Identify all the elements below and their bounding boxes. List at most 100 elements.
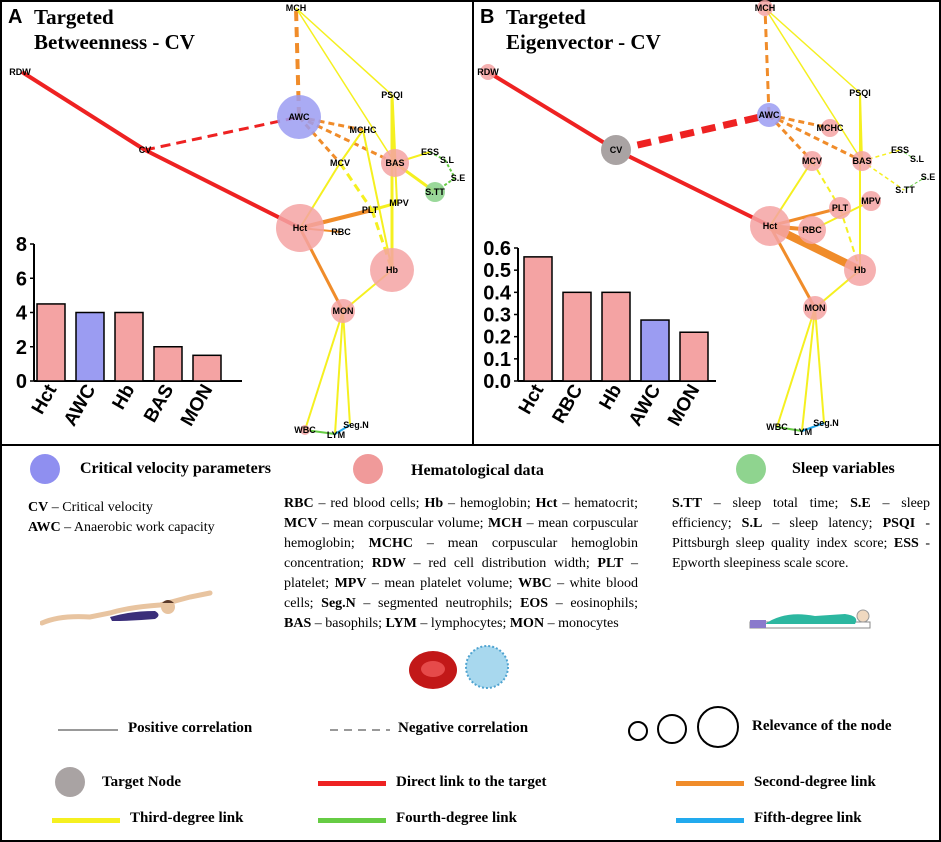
swimmer-illustration <box>40 590 213 626</box>
positive-correlation-label: Positive correlation <box>128 720 253 736</box>
label-plt: PLT <box>362 205 379 215</box>
label-mon: MON <box>333 306 354 316</box>
edge-rdw-cv <box>486 70 618 152</box>
y-tick-label: 0.3 <box>483 305 511 327</box>
label-segn: Seg.N <box>813 418 839 428</box>
label-mch: MCH <box>286 3 307 13</box>
label-segn: Seg.N <box>343 420 369 430</box>
node-hct <box>276 204 324 252</box>
label-stt: S.TT <box>895 185 915 195</box>
cv-parameters-label: Critical velocity parameters <box>80 460 272 477</box>
label-lym: LYM <box>327 430 345 440</box>
node-hb <box>370 248 414 292</box>
label-cv: CV <box>610 145 623 155</box>
y-tick-label: 6 <box>16 268 27 290</box>
edge-mch-bas <box>764 7 863 162</box>
label-wbc: WBC <box>766 422 788 432</box>
panel-b-letter: B <box>480 6 495 28</box>
edge-awc-bas <box>298 115 396 165</box>
label-wbc: WBC <box>294 425 316 435</box>
target-node-swatch <box>55 767 85 797</box>
x-category-label: AWC <box>60 381 100 430</box>
node-mchc <box>821 119 839 137</box>
edge-ess-sl <box>429 151 446 161</box>
y-tick-label: 4 <box>16 303 28 325</box>
relevance-medium-icon <box>657 714 687 744</box>
awc-definition: AWC – Anaerobic work capacity <box>28 520 215 535</box>
relevance-large-icon <box>697 706 739 748</box>
x-category-label: Hct <box>515 380 549 418</box>
edge-mon-lym <box>801 307 816 432</box>
bar <box>36 303 66 382</box>
node-cv-target <box>601 135 631 165</box>
second-degree-label: Second-degree link <box>754 774 876 790</box>
node-rbc <box>798 216 826 244</box>
edge-sl-se <box>444 159 456 179</box>
negative-correlation-label: Negative correlation <box>398 720 529 736</box>
sleep-label: Sleep variables <box>792 460 895 477</box>
node-plt <box>829 197 851 219</box>
panel-b-title-line2: Eigenvector - CV <box>506 30 661 54</box>
node-stt <box>425 182 445 202</box>
node-hb <box>844 254 876 286</box>
label-hb: Hb <box>854 265 866 275</box>
panel-b-nodes <box>480 0 881 320</box>
x-category-label: Hb <box>108 381 139 413</box>
x-category-label: RBC <box>549 381 588 427</box>
legend-symbols <box>55 706 739 797</box>
edge-lym-segn <box>801 422 825 432</box>
label-lym: LYM <box>794 427 812 437</box>
bar <box>75 311 105 382</box>
relevance-label: Relevance of the node <box>752 718 892 734</box>
panel-b-title-line1: Targeted <box>506 5 586 29</box>
panel-a-nodes <box>276 95 445 435</box>
edge-mch-psqi <box>764 7 861 94</box>
y-tick-label: 8 <box>16 234 27 256</box>
edge-ess-sl <box>899 149 916 160</box>
y-tick-label: 2 <box>16 337 27 359</box>
panel-a-title-line2: Betweenness - CV <box>34 30 195 54</box>
label-ess: ESS <box>421 147 439 157</box>
relevance-small-icon <box>628 721 648 741</box>
label-hct: Hct <box>293 223 308 233</box>
cells-illustration <box>409 645 509 689</box>
bar <box>523 256 553 382</box>
y-tick-label: 0.1 <box>483 349 511 371</box>
label-awc: AWC <box>289 112 310 122</box>
label-bas: BAS <box>385 158 404 168</box>
label-hct: Hct <box>763 221 778 231</box>
node-mon <box>331 299 355 323</box>
node-mpv <box>861 191 881 211</box>
node-mch <box>757 0 773 16</box>
edge-se-stt <box>903 176 927 191</box>
label-psqi: PSQI <box>849 88 871 98</box>
label-bas: BAS <box>852 156 871 166</box>
fourth-degree-swatch <box>318 818 386 823</box>
node-awc <box>277 95 321 139</box>
y-tick-label: 0.6 <box>483 238 511 260</box>
third-degree-label: Third-degree link <box>130 810 244 826</box>
fifth-degree-label: Fifth-degree link <box>754 810 862 826</box>
edge-mch-psqi <box>295 7 393 96</box>
panel-a-letter: A <box>8 6 23 28</box>
third-degree-swatch <box>52 818 120 823</box>
label-hb: Hb <box>386 265 398 275</box>
edge-mcv-plt <box>338 162 374 211</box>
edge-plt-mpv <box>371 201 398 212</box>
y-tick-label: 0.0 <box>483 371 511 393</box>
direct-link-label: Direct link to the target <box>396 774 547 790</box>
label-mpv: MPV <box>861 196 881 206</box>
label-se: S.E <box>451 173 466 183</box>
edge-awc-mch <box>763 7 771 116</box>
target-node-label: Target Node <box>102 774 182 790</box>
bar <box>153 346 183 382</box>
bar <box>601 291 631 382</box>
label-rbc: RBC <box>802 225 822 235</box>
legend-frame <box>0 444 941 842</box>
label-se: S.E <box>921 172 936 182</box>
second-degree-swatch <box>676 781 744 786</box>
edge-mon-lym <box>334 310 344 435</box>
x-category-label: Hb <box>595 381 626 413</box>
label-rdw: RDW <box>477 67 499 77</box>
